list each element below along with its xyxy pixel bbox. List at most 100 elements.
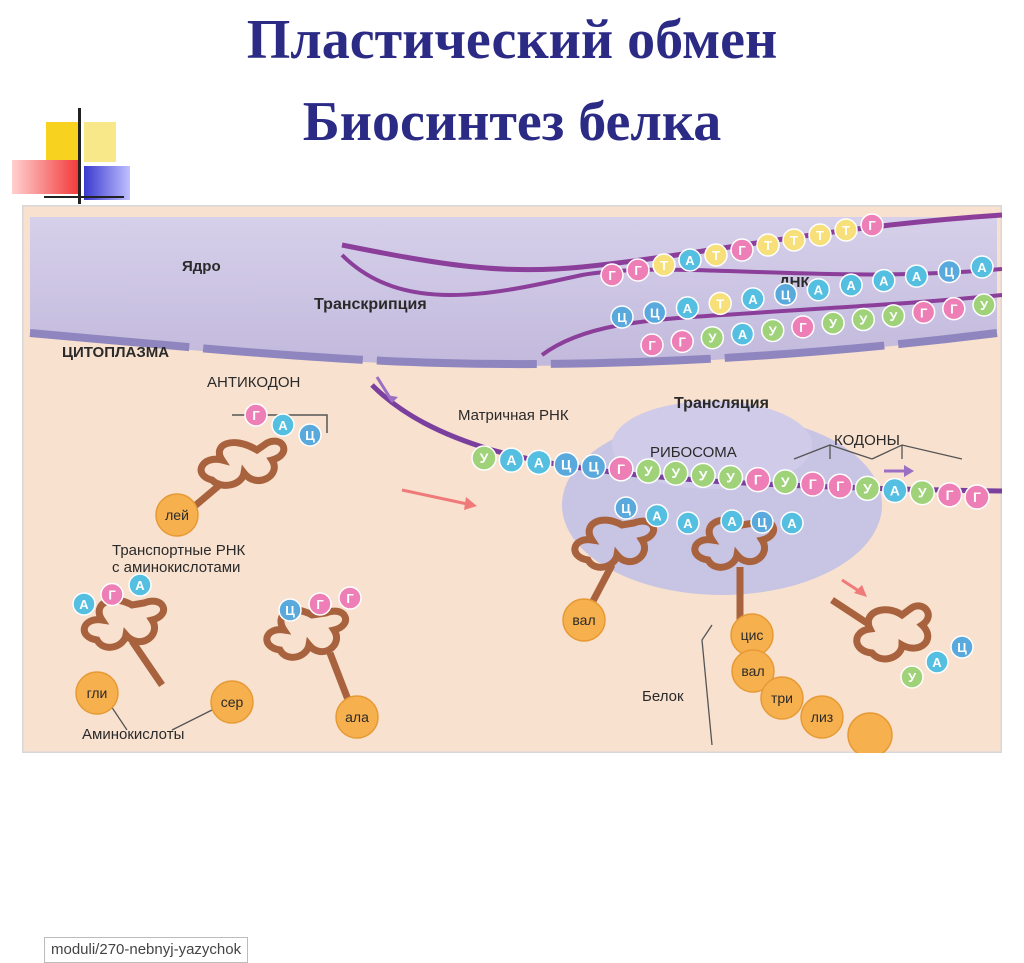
svg-text:лей: лей — [165, 507, 189, 523]
svg-text:Ц: Ц — [588, 459, 599, 475]
svg-text:Г: Г — [754, 472, 762, 488]
title-line-1: Пластический обмен — [246, 9, 778, 71]
svg-text:У: У — [859, 313, 868, 328]
mrna-nucleotide-12: Г — [799, 471, 826, 497]
anticodon-gli-nucleotide-2: А — [128, 573, 152, 597]
mrna-nucleotide-2: А — [526, 449, 552, 476]
svg-text:сер: сер — [221, 694, 244, 710]
dna-top-nucleotide-1: Г — [626, 258, 650, 282]
deco-yellow-square — [46, 122, 78, 160]
amino-acid-ser: сер — [210, 680, 254, 724]
svg-text:ала: ала — [345, 709, 369, 725]
svg-text:А: А — [912, 269, 922, 284]
anticodon-cis-nucleotide-2: А — [780, 511, 804, 535]
rna-nucleotide-3: А — [730, 322, 755, 346]
svg-text:Г: Г — [617, 461, 625, 477]
svg-text:Г: Г — [252, 408, 260, 423]
label-transcription: Транскрипция — [314, 296, 427, 313]
anticodon-ala-nucleotide-2: Г — [338, 586, 362, 610]
rna-nucleotide-5: Г — [791, 315, 815, 339]
svg-text:А: А — [683, 516, 693, 531]
anticodon-leaving-nucleotide-2: У — [900, 665, 924, 689]
deco-light-yellow-square — [84, 122, 116, 162]
label-translation: Трансляция — [674, 395, 769, 412]
svg-text:У: У — [908, 670, 917, 685]
svg-text:А: А — [890, 483, 900, 499]
ribosome-small-subunit — [612, 401, 812, 489]
mrna-nucleotide-9: У — [717, 464, 744, 491]
rna-nucleotide-7: У — [851, 307, 876, 332]
label-mrna: Матричная РНК — [458, 407, 569, 424]
rna-nucleotide-10: Г — [942, 296, 966, 321]
mrna-nucleotide-15: А — [882, 477, 908, 504]
svg-text:А: А — [748, 292, 758, 307]
svg-text:Г: Г — [648, 338, 656, 353]
svg-text:Ц: Ц — [621, 501, 631, 516]
dna-strand-2 — [340, 253, 1002, 297]
svg-text:Ц: Ц — [781, 287, 791, 302]
rna-nucleotide-0: Г — [640, 333, 664, 357]
svg-text:А: А — [135, 578, 145, 593]
protein-chain-amino-acid-0: цис — [730, 613, 774, 657]
svg-text:У: У — [671, 465, 680, 481]
svg-text:Ц: Ц — [757, 515, 767, 530]
mrna-arrowhead — [386, 395, 398, 403]
svg-text:Г: Г — [920, 305, 928, 320]
svg-text:А: А — [506, 452, 516, 468]
protein-chain-amino-acid-end — [847, 712, 893, 753]
mrna-nucleotide-16: У — [909, 479, 935, 506]
dna-top-nucleotide-6: Т — [756, 233, 780, 257]
svg-text:У: У — [708, 331, 717, 346]
svg-text:Г: Г — [799, 320, 807, 335]
anticodon-leaving-nucleotide-1: А — [925, 650, 949, 674]
protein-chain-amino-acid-2: три — [760, 676, 804, 720]
dna-top-nucleotide-10: Г — [860, 213, 884, 237]
mrna-nucleotide-0: У — [471, 445, 497, 471]
mrna-nucleotide-10: Г — [745, 466, 771, 493]
anticodon-leaving-nucleotide-0: Ц — [950, 635, 974, 659]
deco-vertical-line — [78, 108, 81, 204]
dna-bottom-nucleotide-3: Т — [708, 291, 732, 316]
svg-text:А: А — [79, 597, 89, 612]
rna-nucleotide-8: У — [881, 304, 906, 328]
label-aminoacids: Аминокислоты — [82, 726, 184, 743]
dna-top-nucleotide-3: А — [678, 248, 702, 272]
svg-text:Г: Г — [973, 489, 981, 505]
svg-text:Т: Т — [716, 296, 724, 311]
svg-text:У: У — [889, 309, 898, 324]
svg-text:А: А — [278, 418, 288, 433]
anticodon-cis-nucleotide-0: А — [720, 509, 744, 533]
dna-top-nucleotide-5: Г — [730, 238, 754, 262]
dna-bottom-nucleotide-11: А — [970, 255, 994, 279]
svg-text:Г: Г — [950, 302, 958, 317]
svg-text:Т: Т — [764, 238, 772, 253]
svg-text:Ц: Ц — [561, 457, 572, 473]
dna-bottom-nucleotide-0: Ц — [610, 305, 634, 329]
svg-text:Г: Г — [946, 487, 954, 503]
deco-blue-bar — [84, 166, 130, 200]
rna-nucleotide-4: У — [760, 318, 785, 343]
codons-bracket — [793, 444, 963, 460]
rna-nucleotide-11: У — [972, 293, 996, 317]
svg-text:А: А — [727, 514, 737, 529]
svg-text:У: У — [480, 450, 489, 466]
label-cytoplasm: ЦИТОПЛАЗМА — [62, 344, 169, 361]
svg-text:Г: Г — [868, 218, 876, 233]
svg-text:Т: Т — [712, 248, 720, 263]
dna-bottom-nucleotide-5: Ц — [773, 282, 798, 307]
dna-top-nucleotide-0: Г — [600, 263, 624, 287]
dna-bottom-nucleotide-6: А — [806, 277, 831, 302]
anticodon-lei-nucleotide-1: А — [271, 413, 295, 437]
svg-text:Т: Т — [790, 233, 798, 248]
svg-text:три: три — [771, 690, 793, 706]
dna-top-nucleotide-2: Т — [652, 253, 676, 277]
svg-text:У: У — [918, 485, 927, 501]
label-ribosome: РИБОСОМА — [650, 444, 737, 461]
anticodon-gli-nucleotide-1: Г — [100, 582, 124, 607]
svg-text:А: А — [879, 274, 889, 289]
svg-text:Ц: Ц — [285, 603, 295, 618]
anticodon-cis-nucleotide-1: Ц — [750, 510, 774, 534]
svg-text:Ц: Ц — [650, 305, 660, 320]
